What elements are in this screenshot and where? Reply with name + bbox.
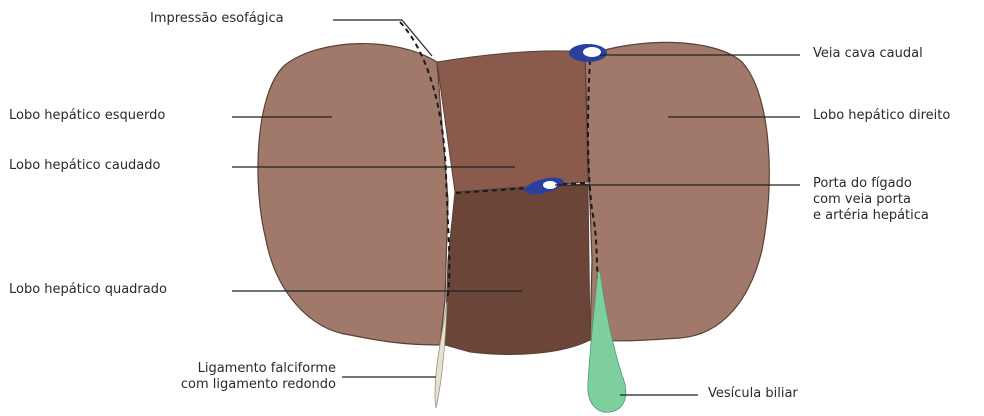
- vena-cava-icon: [569, 44, 607, 62]
- label-porta-line3: e artéria hepática: [813, 208, 929, 224]
- label-lobo-direito: Lobo hepático direito: [813, 108, 950, 124]
- caudate-lobe: [437, 51, 588, 192]
- label-porta-line1: Porta do fígado: [813, 176, 929, 192]
- label-veia-cava: Veia cava caudal: [813, 46, 923, 62]
- left-lateral-lobe: [258, 44, 448, 345]
- label-lobo-quadrado: Lobo hepático quadrado: [9, 282, 167, 298]
- label-ligamento: Ligamento falciforme com ligamento redon…: [148, 361, 336, 393]
- label-vesicula: Vesícula biliar: [708, 386, 798, 402]
- label-lobo-esquerdo: Lobo hepático esquerdo: [9, 108, 165, 124]
- label-ligamento-line1: Ligamento falciforme: [148, 361, 336, 377]
- label-porta-line2: com veia porta: [813, 192, 929, 208]
- label-ligamento-line2: com ligamento redondo: [148, 377, 336, 393]
- right-lateral-lobe: [585, 42, 769, 340]
- label-porta: Porta do fígado com veia porta e artéria…: [813, 176, 929, 224]
- label-lobo-caudado: Lobo hepático caudado: [9, 158, 160, 174]
- label-impressao-esofagica: Impressão esofágica: [150, 11, 284, 27]
- quadrate-lobe: [445, 184, 590, 354]
